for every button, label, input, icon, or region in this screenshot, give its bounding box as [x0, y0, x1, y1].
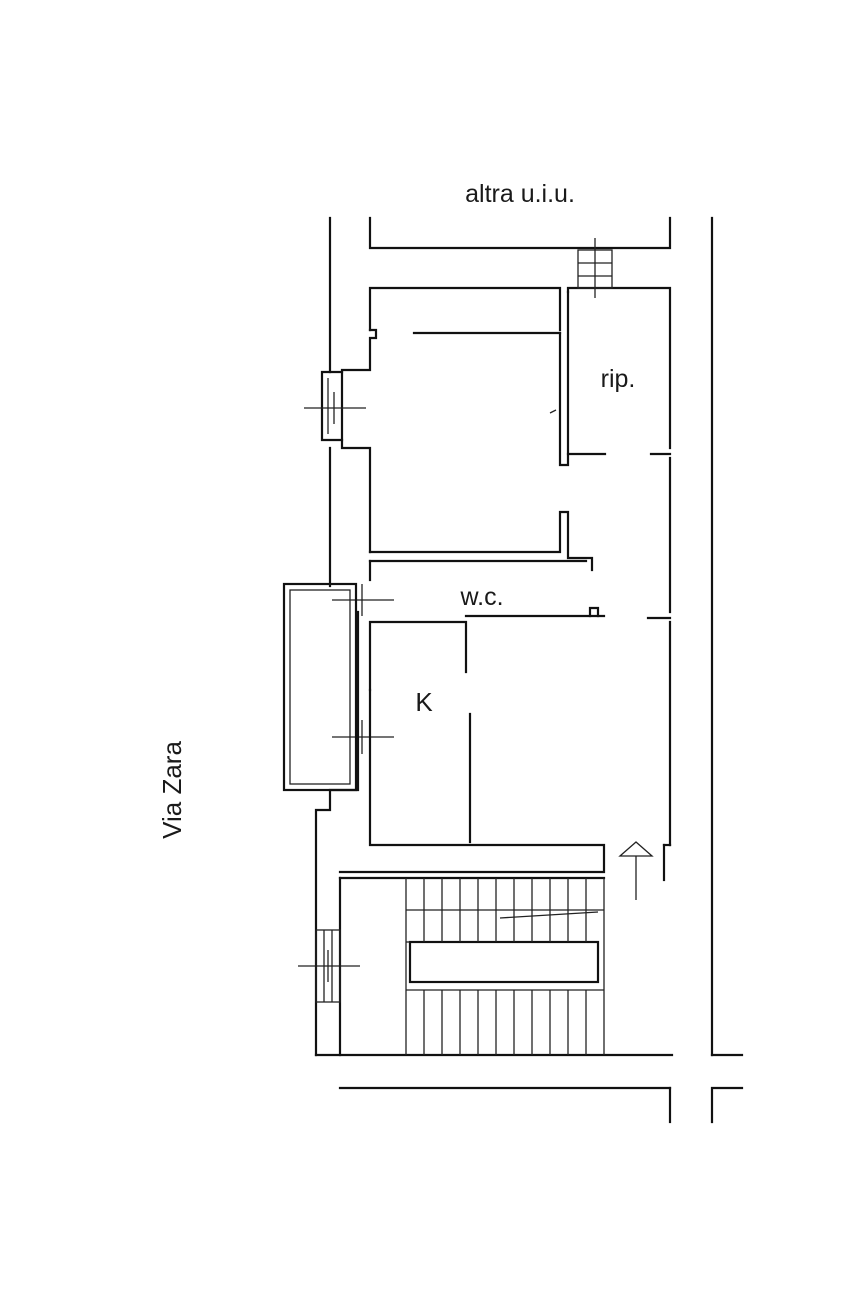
storage-room-label: rip.	[601, 365, 636, 393]
bay-window	[320, 370, 344, 442]
up-arrow-icon	[618, 841, 654, 900]
balcony	[282, 582, 358, 792]
balcony-inner	[289, 589, 351, 785]
street-curb-right	[710, 1086, 744, 1124]
apartment-outer-wall	[368, 286, 562, 332]
stair-well	[408, 940, 600, 984]
kitchen-label: K	[415, 687, 433, 717]
street-label: Via Zara	[157, 741, 187, 839]
top-window-frame	[577, 249, 613, 289]
storage-left-wall	[558, 290, 570, 467]
neighbor-unit-wall	[368, 216, 672, 250]
bathroom-label: w.c.	[459, 583, 503, 611]
kitchen-lower-left	[314, 788, 358, 1057]
bathroom-top-wall	[368, 510, 594, 572]
stair-treads	[423, 878, 587, 1055]
stair-direction-line	[499, 911, 599, 919]
bathroom-door-jamb	[588, 606, 600, 618]
door-mark	[549, 409, 557, 414]
kitchen-top-wall	[368, 620, 468, 692]
neighbor-unit-label: altra u.i.u.	[465, 180, 575, 208]
storage-outer-wall	[566, 286, 672, 450]
kitchen-left-wall	[338, 688, 606, 874]
staircase	[314, 876, 674, 1057]
apartment-left-wall-upper	[340, 328, 378, 554]
stair-window-frame	[315, 929, 341, 1003]
